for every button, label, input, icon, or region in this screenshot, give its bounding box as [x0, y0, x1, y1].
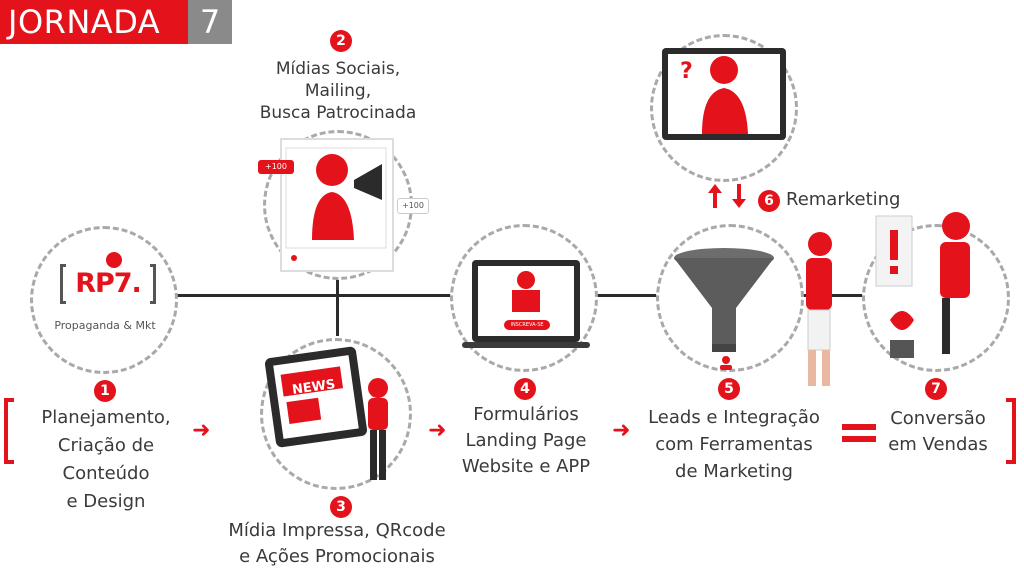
conversion-illustration — [872, 190, 1002, 365]
title-number-badge: 7 — [188, 0, 232, 44]
arrow-right-icon: ➜ — [612, 418, 631, 443]
timeline-line — [170, 294, 670, 297]
brand-logo-text: RP7. — [75, 268, 142, 299]
remarketing-laptop-illustration: ? — [658, 40, 790, 158]
reader-person-illustration — [358, 378, 398, 488]
follower-badge: +100 — [397, 198, 429, 214]
step-number-1: 1 — [94, 380, 116, 402]
step-number-5: 5 — [718, 378, 740, 400]
step-6-label: Remarketing — [786, 189, 901, 210]
brand-logo-dot — [106, 252, 122, 268]
right-bracket — [1006, 398, 1016, 464]
user-icon — [719, 356, 733, 370]
timeline-vertical-connector — [336, 252, 339, 336]
arrow-up-icon — [708, 184, 722, 208]
laptop-illustration — [462, 258, 590, 354]
like-badge: +100 — [258, 160, 294, 174]
brand-logo: RP7. — [60, 252, 156, 304]
signup-button: INSCREVA-SE — [504, 320, 550, 330]
funnel-illustration — [664, 244, 796, 354]
step-number-7: 7 — [925, 378, 947, 400]
step-number-6: 6 — [758, 190, 780, 212]
social-post-card — [280, 138, 394, 272]
left-bracket — [4, 398, 14, 464]
arrow-right-icon: ➜ — [192, 418, 211, 443]
funnel-person-illustration — [796, 232, 840, 392]
arrow-down-icon — [732, 184, 746, 208]
brand-tagline: Propaganda & Mkt — [54, 319, 156, 332]
arrow-right-icon: ➜ — [428, 418, 447, 443]
page-title: JORNADA — [0, 0, 188, 44]
tablet-newspaper-illustration — [262, 338, 372, 448]
step-number-3: 3 — [330, 496, 352, 518]
svg-text:?: ? — [680, 59, 693, 84]
equals-sign-bottom-bar — [842, 436, 876, 442]
step-number-2: 2 — [330, 30, 352, 52]
step-number-4: 4 — [514, 378, 536, 400]
megaphone-person-illustration — [285, 147, 387, 261]
step-2-label: Mídias Sociais,Mailing,Busca Patrocinada — [259, 59, 417, 123]
equals-sign-top-bar — [842, 424, 876, 430]
